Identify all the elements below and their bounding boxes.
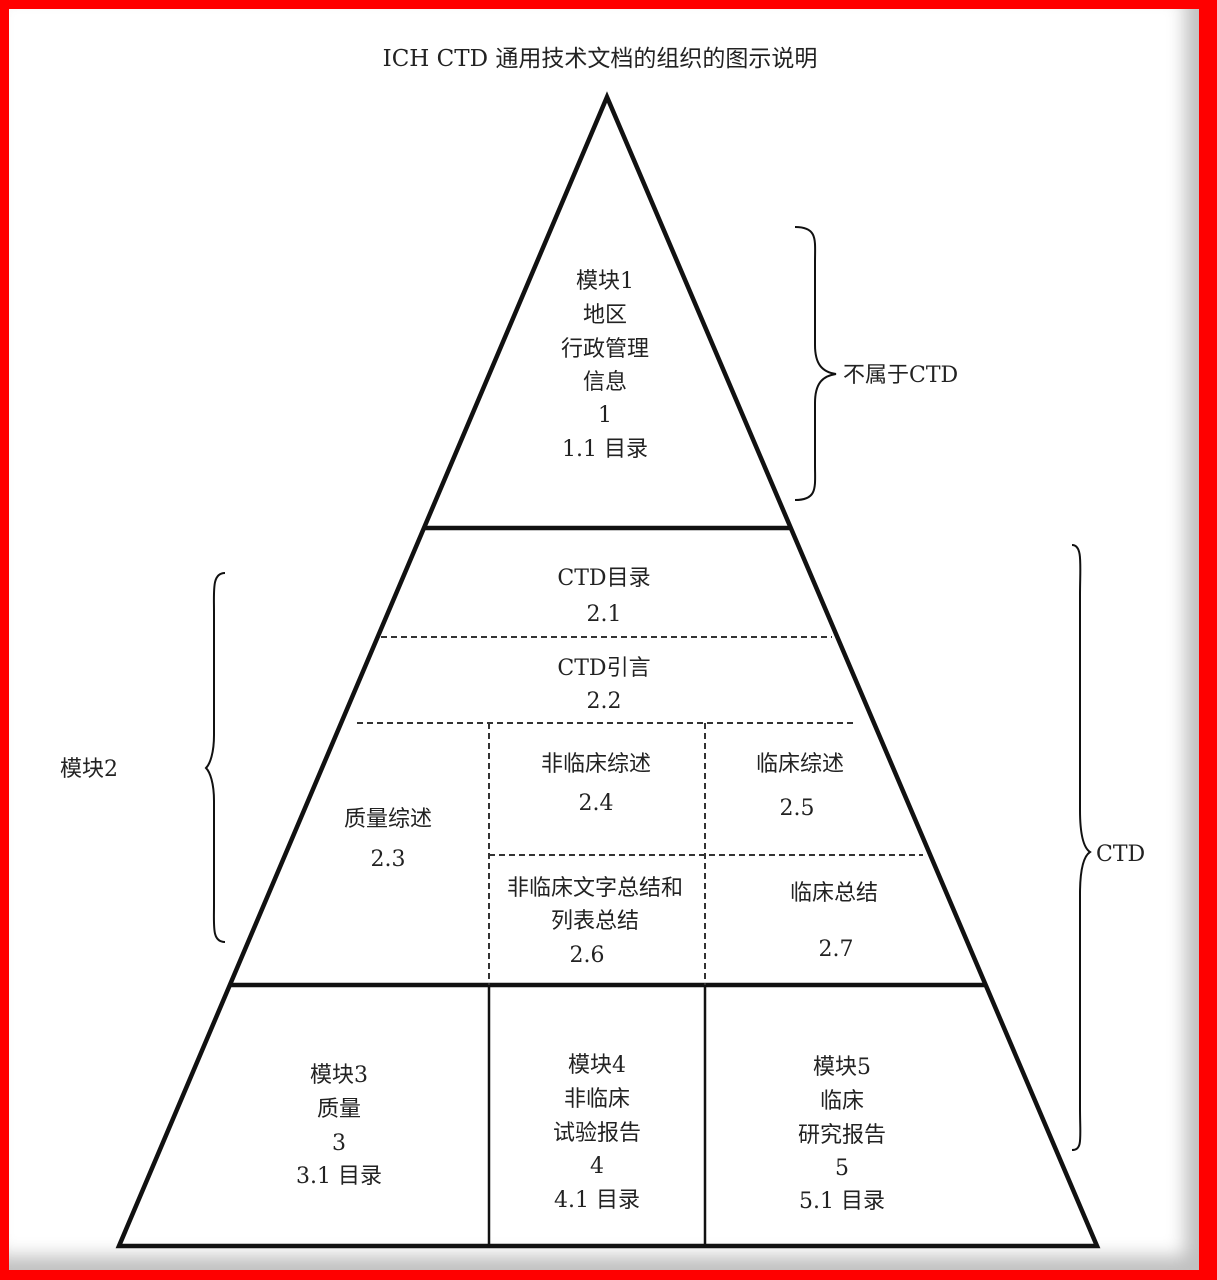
- module5-line: 模块5: [813, 1055, 871, 1080]
- section-2-2-line: CTD引言: [557, 656, 650, 681]
- module1-line: 1: [598, 403, 612, 428]
- module4-line: 4: [590, 1154, 604, 1179]
- ctd-label: CTD: [1096, 842, 1145, 867]
- module3-line: 3: [332, 1131, 346, 1156]
- section-2-4: 非临床综述 2.4: [541, 752, 651, 816]
- module4-line: 非临床: [564, 1087, 630, 1112]
- module4-line: 模块4: [568, 1053, 626, 1078]
- section-2-3-line: 质量综述: [344, 807, 432, 832]
- pyramid-outline: [115, 91, 1101, 1249]
- module5-line: 5: [835, 1156, 849, 1181]
- module4-line: 4.1 目录: [554, 1188, 640, 1213]
- section-2-2: CTD引言 2.2: [557, 656, 650, 714]
- diagram-frame: [9, 9, 1199, 1270]
- section-2-5-line: 2.5: [780, 796, 815, 821]
- section-2-6-line: 非临床文字总结和: [507, 876, 683, 901]
- section-2-7-line: 临床总结: [790, 881, 878, 906]
- module3-line: 质量: [317, 1097, 361, 1122]
- section-2-6: 非临床文字总结和 列表总结 2.6: [507, 876, 683, 968]
- module1-line: 1.1 目录: [562, 437, 648, 462]
- section-2-1-line: 2.1: [587, 602, 622, 627]
- ctd-brace: [1071, 544, 1092, 1151]
- module3-line: 模块3: [310, 1063, 368, 1088]
- section-2-5-line: 临床综述: [756, 752, 844, 777]
- diagram-title: ICH CTD 通用技术文档的组织的图示说明: [383, 46, 818, 72]
- section-2-1-line: CTD目录: [557, 566, 650, 591]
- section-2-1: CTD目录 2.1: [557, 566, 650, 627]
- module1-line: 行政管理: [561, 337, 649, 362]
- section-2-7-line: 2.7: [819, 937, 854, 962]
- module5-line: 临床: [820, 1089, 864, 1114]
- section-2-2-line: 2.2: [587, 689, 622, 714]
- section-2-4-line: 非临床综述: [541, 752, 651, 777]
- module5-line: 5.1 目录: [799, 1189, 885, 1214]
- module5-block: 模块5 临床 研究报告 5 5.1 目录: [798, 1055, 886, 1214]
- not-ctd-label: 不属于CTD: [843, 363, 958, 388]
- module2-brace: [204, 572, 226, 943]
- section-2-3-line: 2.3: [371, 847, 406, 872]
- module4-block: 模块4 非临床 试验报告 4 4.1 目录: [553, 1053, 641, 1213]
- section-2-7: 临床总结 2.7: [790, 881, 878, 962]
- section-2-4-line: 2.4: [579, 791, 614, 816]
- module1-block: 模块1 地区 行政管理 信息 1 1.1 目录: [561, 269, 649, 462]
- module2-label: 模块2: [60, 757, 118, 782]
- section-2-6-line: 列表总结: [551, 909, 639, 934]
- module3-block: 模块3 质量 3 3.1 目录: [296, 1063, 382, 1189]
- module4-line: 试验报告: [553, 1121, 641, 1146]
- module3-line: 3.1 目录: [296, 1164, 382, 1189]
- section-2-3: 质量综述 2.3: [344, 807, 432, 872]
- module1-line: 模块1: [576, 269, 634, 294]
- module1-line: 地区: [583, 303, 627, 328]
- section-2-6-line: 2.6: [570, 943, 605, 968]
- not-ctd-brace: [794, 226, 837, 501]
- module5-line: 研究报告: [798, 1123, 886, 1148]
- section-2-5: 临床综述 2.5: [756, 752, 844, 821]
- module1-line: 信息: [583, 370, 627, 395]
